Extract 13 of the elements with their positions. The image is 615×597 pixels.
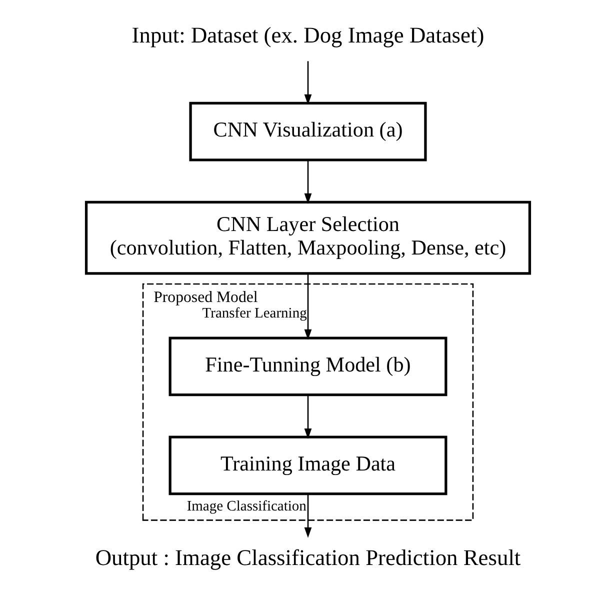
arrow [304,395,312,440]
edge-label: Image Classification [186,498,306,515]
arrow [304,494,312,538]
node-box: Training Image Data [168,436,447,496]
node-text: Output : Image Classification Prediction Result [94,545,520,570]
node-text: Input: Dataset (ex. Dog Image Dataset) [131,22,484,48]
arrow [304,160,312,204]
arrow [304,61,312,105]
node-box: CNN Layer Selection (convolution, Flatten, Maxpooling, Dense, etc) [84,200,531,275]
edge-label: Transfer Learning [202,306,306,322]
node-box: Fine-Tunning Model (b) [168,336,447,396]
node-box: CNN Visualization (a) [188,102,426,162]
arrow [304,274,312,340]
